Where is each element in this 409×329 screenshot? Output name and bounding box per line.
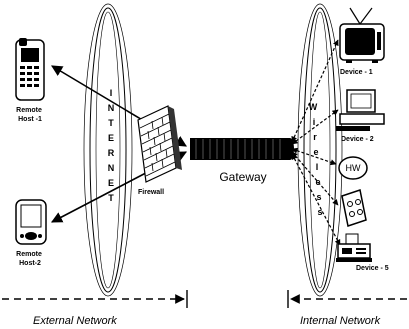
device-2-label: Device - 2 — [341, 136, 374, 143]
internet-letter: E — [108, 133, 114, 143]
remote-host-1-line-1: Remote — [16, 107, 42, 114]
gateway — [190, 138, 294, 160]
wireless-letter: W — [309, 102, 318, 112]
external-network-boundary — [2, 290, 187, 308]
wireless-letter: l — [316, 162, 319, 172]
remote-host-2-line-2: Host-2 — [19, 260, 41, 267]
internal-network-boundary — [288, 290, 407, 308]
wireless-links — [292, 40, 340, 245]
internet-letters: I N T E R N E T — [108, 88, 115, 203]
wireless-letter: r — [313, 132, 317, 142]
wireless-letter: s — [316, 192, 321, 202]
mobile-phone-icon — [16, 38, 44, 100]
internet-letter: T — [108, 193, 114, 203]
wireless-letter: e — [313, 147, 318, 157]
firewall-label: Firewall — [138, 189, 164, 196]
remote-host-2-label: Remote Host-2 — [16, 251, 44, 267]
fax-machine-icon — [336, 234, 372, 262]
firewall — [138, 106, 182, 182]
computer-icon — [336, 90, 384, 131]
internet-letter: N — [108, 163, 115, 173]
wireless-letter: e — [315, 177, 320, 187]
internet-letter: R — [108, 148, 115, 158]
device-5-label: Device - 5 — [356, 265, 389, 272]
internet-letter: E — [108, 178, 114, 188]
remote-host-2-line-1: Remote — [16, 251, 42, 258]
internet-letter: T — [108, 118, 114, 128]
external-network-label: External Network — [33, 315, 117, 327]
remote-host-1-label: Remote Host -1 — [16, 107, 44, 123]
device-1-label: Device - 1 — [340, 69, 373, 76]
wireless-letter: s — [317, 207, 322, 217]
internet-letter: N — [108, 103, 115, 113]
remote-host-1-line-2: Host -1 — [18, 116, 42, 123]
television-icon — [340, 8, 384, 63]
gateway-label: Gateway — [219, 170, 266, 184]
internet-letter: I — [110, 88, 113, 98]
wireless-letter: i — [313, 117, 316, 127]
device-3-label: HW — [346, 163, 361, 173]
speaker-device-icon — [342, 190, 366, 226]
internal-network-label: Internal Network — [300, 315, 381, 327]
pda-icon — [16, 200, 46, 244]
wireless-cloud — [298, 4, 342, 296]
